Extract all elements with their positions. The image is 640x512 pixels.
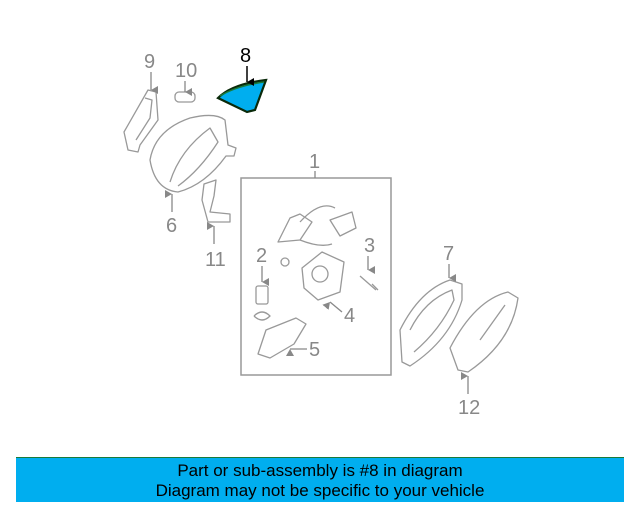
part-8-highlighted[interactable]: 8 <box>216 45 268 114</box>
part-1-assembly-box[interactable]: 1 3 4 2 5 <box>240 151 392 376</box>
part-9-bracket[interactable]: 9 <box>123 51 159 153</box>
callout-1: 1 <box>309 151 320 173</box>
callout-8: 8 <box>240 45 251 67</box>
callout-10: 10 <box>175 60 197 82</box>
callout-6: 6 <box>166 215 177 237</box>
callout-4: 4 <box>344 305 355 327</box>
callout-2: 2 <box>256 245 267 267</box>
part-7-cover[interactable]: 7 <box>399 243 463 367</box>
callout-7: 7 <box>443 243 454 265</box>
banner-line-1: Part or sub-assembly is #8 in diagram <box>177 461 463 480</box>
part-10-clip[interactable]: 10 <box>174 60 197 103</box>
callout-5: 5 <box>309 339 320 361</box>
banner-line-2: Diagram may not be specific to your vehi… <box>155 481 485 500</box>
part-11-bracket[interactable]: 11 <box>201 179 231 271</box>
callout-12: 12 <box>458 397 480 419</box>
part-12-glass[interactable]: 12 <box>449 291 519 419</box>
parts-diagram: 9 10 8 6 11 1 3 4 <box>123 45 519 419</box>
callout-9: 9 <box>144 51 155 73</box>
info-banner: Part or sub-assembly is #8 in diagram Di… <box>16 457 624 502</box>
callout-11: 11 <box>205 249 226 271</box>
part-6-housing[interactable]: 6 <box>149 114 237 237</box>
callout-3: 3 <box>364 235 375 257</box>
